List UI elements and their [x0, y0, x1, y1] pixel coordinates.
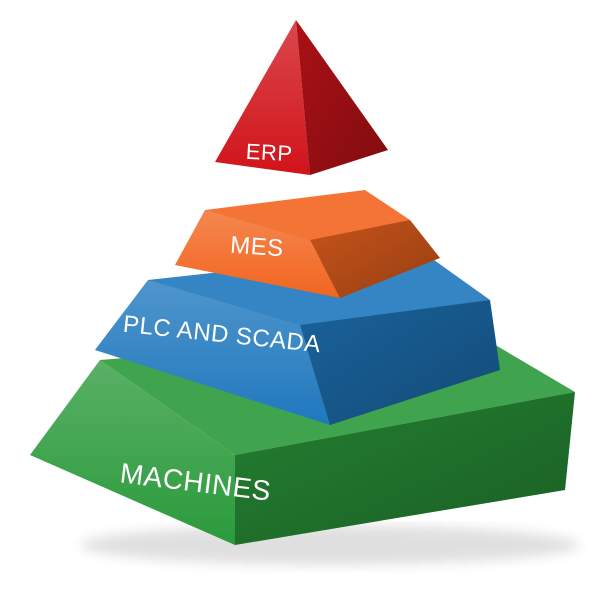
tier-label-erp: ERP: [245, 139, 293, 166]
ground-shadow: [80, 525, 580, 565]
tier-plc-scada: PLC AND SCADA: [95, 250, 500, 425]
tier-label-mes: MES: [229, 232, 284, 263]
tier-erp: ERP: [215, 20, 388, 175]
tier-mes: MES: [175, 190, 440, 298]
